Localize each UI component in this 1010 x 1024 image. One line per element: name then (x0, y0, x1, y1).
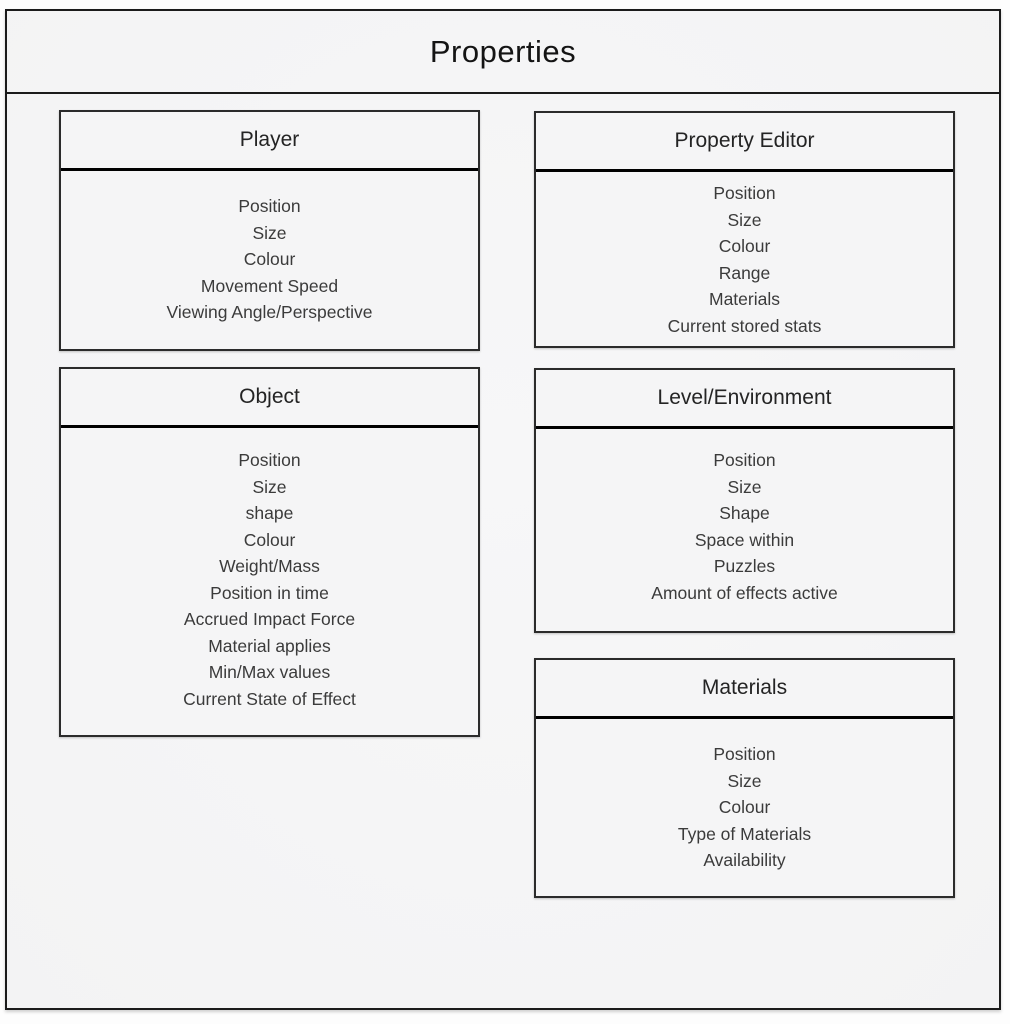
diagram-title: Properties (429, 33, 577, 69)
list-item: Size (252, 222, 287, 243)
list-item: Position (713, 450, 776, 470)
diagram-title-bar: Properties (7, 11, 999, 94)
list-item: Shape (719, 503, 770, 523)
list-item: Accrued Impact Force (183, 609, 356, 629)
list-item: Viewing Angle/Perspective (166, 302, 373, 322)
list-item: Position in time (210, 582, 329, 603)
list-item: Position (238, 196, 301, 216)
list-item: Material applies (208, 635, 331, 656)
list-item: Size (727, 476, 762, 497)
list-item: Position (238, 450, 301, 470)
list-item: Min/Max values (208, 662, 331, 682)
box-player-title: Player (61, 112, 478, 171)
list-item: Current stored stats (667, 315, 822, 336)
list-item: Space within (694, 529, 795, 550)
list-item: Colour (243, 529, 296, 550)
list-item: Materials (709, 289, 780, 309)
list-item: Puzzles (713, 556, 776, 576)
list-item: Colour (718, 236, 771, 256)
box-property-editor-title: Property Editor (536, 113, 953, 172)
list-item: Range (718, 262, 771, 283)
list-item: Position (713, 744, 776, 764)
box-level-environment-title: Level/Environment (536, 370, 953, 429)
list-item: Size (727, 770, 762, 791)
list-item: Current State of Effect (183, 688, 356, 709)
list-item: shape (245, 503, 294, 523)
list-item: Amount of effects active (651, 582, 838, 603)
list-item: Weight/Mass (219, 556, 320, 576)
box-materials-title: Materials (536, 660, 953, 719)
list-item: Availability (703, 850, 786, 870)
list-item: Movement Speed (200, 275, 339, 296)
list-item: Colour (718, 797, 771, 817)
box-object-title: Object (61, 369, 478, 428)
list-item: Size (727, 209, 762, 230)
list-item: Position (713, 183, 776, 203)
list-item: Size (252, 476, 287, 497)
list-item: Colour (243, 249, 296, 269)
list-item: Type of Materials (677, 823, 812, 844)
